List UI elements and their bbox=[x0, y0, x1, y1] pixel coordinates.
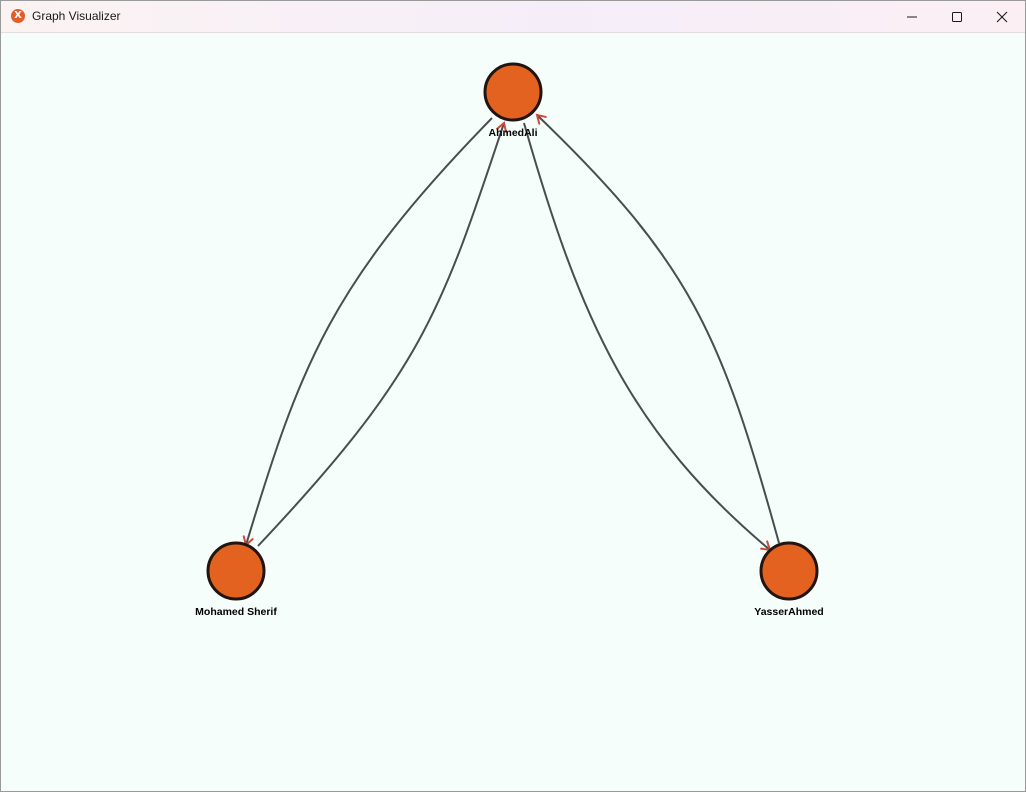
edge-ahmed-to-yasser[interactable] bbox=[523, 122, 771, 551]
app-logo-icon: X bbox=[11, 9, 25, 23]
maximize-button[interactable] bbox=[934, 1, 980, 32]
node-circle-ahmed[interactable] bbox=[483, 62, 543, 122]
node-yasser[interactable]: YasserAhmed bbox=[754, 541, 824, 618]
node-label-yasser: YasserAhmed bbox=[754, 606, 823, 618]
close-icon bbox=[996, 11, 1008, 22]
arrow-head-mohamed-to-ahmed bbox=[496, 121, 508, 133]
node-label-ahmed: AhmedAli bbox=[488, 127, 537, 139]
edge-yasser-to-ahmed[interactable] bbox=[536, 114, 780, 544]
node-circle-mohamed[interactable] bbox=[206, 541, 266, 601]
minimize-icon bbox=[907, 16, 917, 17]
maximize-icon bbox=[952, 11, 962, 22]
minimize-button[interactable] bbox=[889, 1, 935, 32]
node-circle-yasser[interactable] bbox=[759, 541, 819, 601]
close-button[interactable] bbox=[979, 1, 1025, 32]
title-bar[interactable]: X Graph Visualizer bbox=[1, 1, 1025, 33]
node-mohamed[interactable]: Mohamed Sherif bbox=[195, 541, 277, 618]
edge-mohamed-to-ahmed[interactable] bbox=[257, 122, 505, 547]
window-title: Graph Visualizer bbox=[32, 9, 121, 23]
edge-ahmed-to-mohamed[interactable] bbox=[245, 117, 493, 546]
node-ahmed[interactable]: AhmedAli bbox=[483, 62, 543, 139]
node-label-mohamed: Mohamed Sherif bbox=[195, 606, 277, 618]
arrow-head-yasser-to-ahmed bbox=[535, 113, 547, 125]
